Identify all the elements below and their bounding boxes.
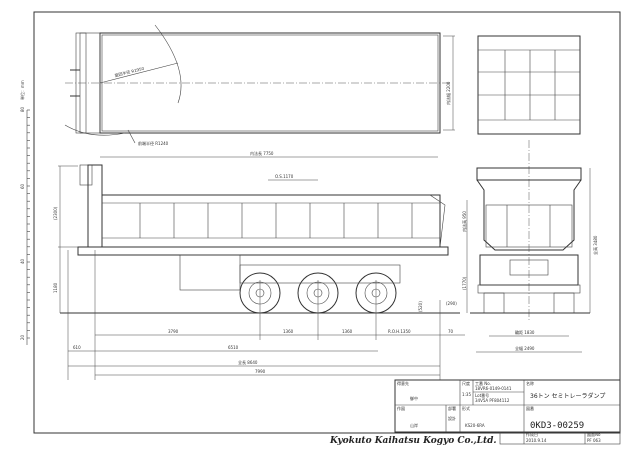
inner-height: 内法高 950	[461, 211, 467, 232]
dept-label: 部署	[448, 405, 456, 411]
name-label: 名称	[526, 380, 534, 386]
track-width: 輪距 1830	[515, 329, 535, 335]
date-label: 作成日	[526, 431, 538, 437]
os-dim: O.S.1170	[275, 174, 294, 179]
lot: 34V5A PF804112	[475, 398, 510, 403]
ruler-label: 80	[20, 106, 25, 112]
scale: 1:35	[462, 392, 471, 397]
ruler-label: 60	[20, 183, 25, 189]
title-block: 得意先 御中 尺度 1:35 工番 No. 18VR6-0149-0141 Lo…	[394, 379, 621, 445]
ruler-label: 20	[20, 334, 25, 340]
wheelbase: 6510	[228, 345, 239, 350]
dim-70: 70	[448, 329, 454, 334]
drawing-name: 36トン セミトレーラダンプ	[530, 392, 605, 400]
work-no-label: 工番 No.	[475, 380, 491, 386]
model-label: 形式	[462, 405, 470, 411]
body-height: (2300)	[53, 206, 58, 220]
dim-3790: 3790	[168, 329, 179, 334]
inner-length: 内法長 7750	[250, 150, 274, 156]
overall-height: 全高 3480	[592, 235, 598, 255]
inner-width: 内法幅 2200	[445, 81, 451, 105]
customer-label: 得意先	[397, 380, 409, 386]
overall-length: 全長 8640	[238, 359, 258, 365]
dim-1360a: 1360	[283, 329, 294, 334]
frame-height: 1180	[53, 282, 58, 293]
date: 2010.9.14	[526, 438, 547, 443]
company-logo: Kyokuto Kaihatsu Kogyo Co.,Ltd.	[329, 436, 497, 446]
designer-label: 作図	[397, 405, 405, 411]
rear-clearance: (520)	[418, 301, 423, 312]
ruler-unit: 単位：mm	[19, 80, 25, 100]
overall-width: 全幅 2490	[515, 345, 535, 351]
height-1770: (1770)	[462, 276, 467, 290]
dept: 設計	[448, 415, 456, 421]
sheet-label: 図面No	[587, 432, 601, 437]
dim-1360b: 1360	[342, 329, 353, 334]
drawing-number: 0KD3-00259	[530, 421, 584, 431]
scale-label: 尺度	[462, 380, 470, 386]
work-no: 18VR6-0149-0141	[475, 386, 512, 391]
radius-outer: 旋回半径 R1950	[114, 65, 145, 78]
sheet: PF 063	[587, 438, 601, 443]
customer: 御中	[410, 395, 418, 401]
rear-view-top	[477, 35, 581, 135]
front-overhang: 610	[73, 345, 81, 350]
drawing-no-label: 図番	[526, 405, 534, 411]
rear-290: (290)	[446, 301, 457, 306]
drawing-frame	[33, 11, 621, 434]
plan-view: 旋回半径 R1950 前端半径 R1240 内法幅 2200	[64, 24, 455, 146]
dim-roh: R.O.H.1350	[388, 329, 411, 334]
designer: 山岸	[410, 422, 418, 428]
ruler-label: 40	[20, 258, 25, 264]
length-7990: 7990	[255, 369, 266, 374]
lot-label: Lot番号	[475, 392, 489, 398]
side-view: 内法長 7750 O.S.1170 (2300) 1180 (520) 3790…	[53, 150, 465, 380]
scale-ruler: 単位：mm 80 60 40 20	[19, 80, 30, 345]
rear-view: 全高 3480 内法高 950 (1770) (290) 輪距 1830 全幅 …	[446, 140, 598, 353]
radius-inner: 前端半径 R1240	[138, 140, 169, 146]
model: KS20-6RA	[465, 423, 485, 428]
